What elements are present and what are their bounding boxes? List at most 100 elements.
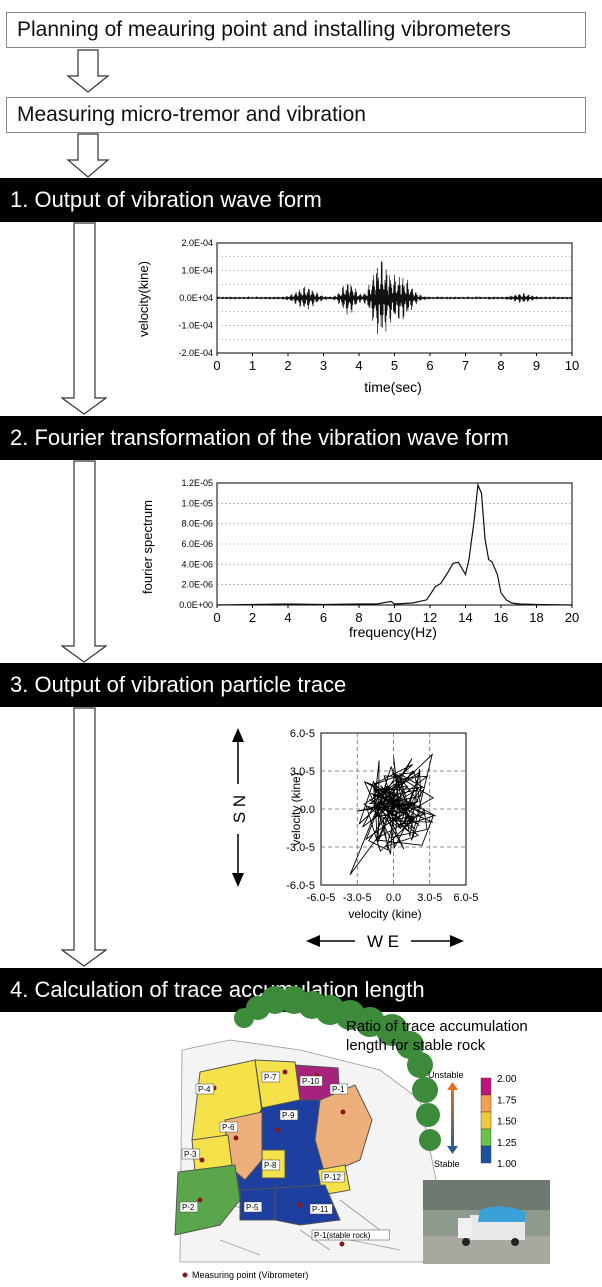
fourier-series-line [216, 482, 573, 606]
point-label: P-8 [264, 1161, 277, 1170]
trace-x-tick: -6.0-5 [307, 892, 336, 904]
point-label: P-6 [222, 1123, 235, 1132]
waveform-x-tick: 6 [426, 358, 433, 373]
point-label: P-7 [264, 1073, 277, 1082]
ns-label: S N [230, 795, 249, 823]
trace-y-tick: -6.0-5 [286, 880, 315, 892]
trace-ylabel: velocity (kine) [289, 772, 303, 845]
arrow-3 [60, 222, 108, 415]
scale-swatch [480, 1111, 492, 1130]
waveform-series-line [216, 261, 573, 335]
arrow-2 [66, 133, 110, 178]
trace-y-tick: -3.0-5 [286, 842, 315, 854]
legend-title-2: length for stable rock [346, 1037, 486, 1054]
point-label-box [195, 1083, 215, 1095]
fourier-x-tick: 6 [320, 610, 327, 625]
waveform-y-tick: -2.0E-04 [178, 348, 213, 358]
fourier-x-tick: 12 [423, 610, 437, 625]
east-arrowhead [450, 935, 464, 947]
point-label-box [299, 1075, 323, 1087]
truck-photo [423, 1180, 550, 1264]
fourier-x-tick: 0 [213, 610, 220, 625]
scale-label: 2.00 [497, 1074, 517, 1085]
fourier-y-tick: 1.2E-05 [181, 478, 213, 488]
north-arrowhead [232, 728, 244, 742]
waveform-x-tick: 0 [213, 358, 220, 373]
scale-swatch [480, 1077, 492, 1096]
fourier-x-tick: 16 [494, 610, 508, 625]
point-label: P-5 [246, 1203, 259, 1212]
scale-label: 1.00 [497, 1159, 517, 1170]
point-label-box [329, 1083, 349, 1095]
point-label-box [309, 1203, 333, 1215]
step1-header: 1. Output of vibration wave form [0, 178, 602, 222]
point-label: P-12 [324, 1173, 341, 1182]
waveform-x-tick: 8 [497, 358, 504, 373]
fourier-x-tick: 18 [529, 610, 543, 625]
south-arrowhead [232, 873, 244, 887]
trace-x-tick: 3.0-5 [417, 892, 442, 904]
waveform-x-tick: 5 [391, 358, 398, 373]
point-label: P-10 [302, 1077, 319, 1086]
scale-label: 1.50 [497, 1117, 517, 1128]
unstable-label: Unstable [428, 1070, 464, 1080]
legend-title-1: Ratio of trace accumulation [346, 1018, 528, 1035]
stability-gradient-arrow [451, 1088, 454, 1148]
waveform-x-tick: 7 [462, 358, 469, 373]
block-p7 [254, 1059, 301, 1109]
planning-step: Planning of meauring point and installin… [6, 12, 586, 48]
waveform-y-tick: 0.0E+04 [179, 293, 213, 303]
arrow-1 [66, 49, 110, 93]
scale-label: 1.75 [497, 1095, 517, 1106]
we-label: W E [367, 932, 399, 951]
scale-swatch [480, 1128, 492, 1147]
waveform-x-tick: 10 [565, 358, 579, 373]
fourier-x-tick: 10 [387, 610, 401, 625]
trees [234, 986, 441, 1151]
point-label: P-11 [312, 1205, 329, 1214]
legend-point-marker [182, 1272, 188, 1278]
waveform-xlabel: time(sec) [364, 379, 422, 395]
waveform-x-tick: 4 [355, 358, 362, 373]
point-label-box [219, 1121, 239, 1133]
point-label: P-9 [282, 1111, 295, 1120]
legend-note: Measuring point (Vibrometer) [192, 1270, 308, 1280]
waveform-x-tick: 1 [249, 358, 256, 373]
trace-x-tick: 0.0 [386, 892, 401, 904]
point-label: P-1 [332, 1085, 345, 1094]
point-label-box [243, 1201, 263, 1213]
waveform-x-tick: 3 [320, 358, 327, 373]
arrow-4 [60, 460, 108, 663]
scale-label: 1.25 [497, 1138, 517, 1149]
fourier-ylabel: fourier spectrum [140, 500, 155, 594]
waveform-y-tick: 1.0E-04 [181, 266, 213, 276]
fourier-y-tick: 6.0E-06 [181, 539, 213, 549]
block-p11 [274, 1184, 341, 1226]
stable-label: Stable [434, 1159, 460, 1169]
point-label-box [261, 1071, 281, 1083]
scale-swatch [480, 1145, 492, 1164]
step2-header: 2. Fourier transformation of the vibrati… [0, 416, 602, 460]
trace-x-tick: -3.0-5 [343, 892, 372, 904]
trace-y-tick: 6.0-5 [290, 728, 315, 740]
trace-y-tick: 0.0 [300, 804, 315, 816]
fourier-xlabel: frequency(Hz) [349, 624, 437, 640]
fourier-x-tick: 2 [249, 610, 256, 625]
point-label-box [279, 1109, 299, 1121]
waveform-x-tick: 2 [284, 358, 291, 373]
scale-swatch [480, 1094, 492, 1113]
measuring-step: Measuring micro-tremor and vibration [6, 97, 586, 133]
point-label: P-1(stable rock) [314, 1231, 371, 1240]
waveform-y-tick: 2.0E-04 [181, 238, 213, 248]
waveform-ylabel: velocity(kine) [136, 261, 151, 337]
west-arrowhead [306, 935, 320, 947]
point-label-box [179, 1201, 199, 1213]
fourier-y-tick: 8.0E-06 [181, 519, 213, 529]
fourier-x-tick: 14 [458, 610, 472, 625]
fourier-x-tick: 20 [565, 610, 579, 625]
point-label: P-3 [184, 1150, 197, 1159]
block-p2 [174, 1164, 241, 1236]
